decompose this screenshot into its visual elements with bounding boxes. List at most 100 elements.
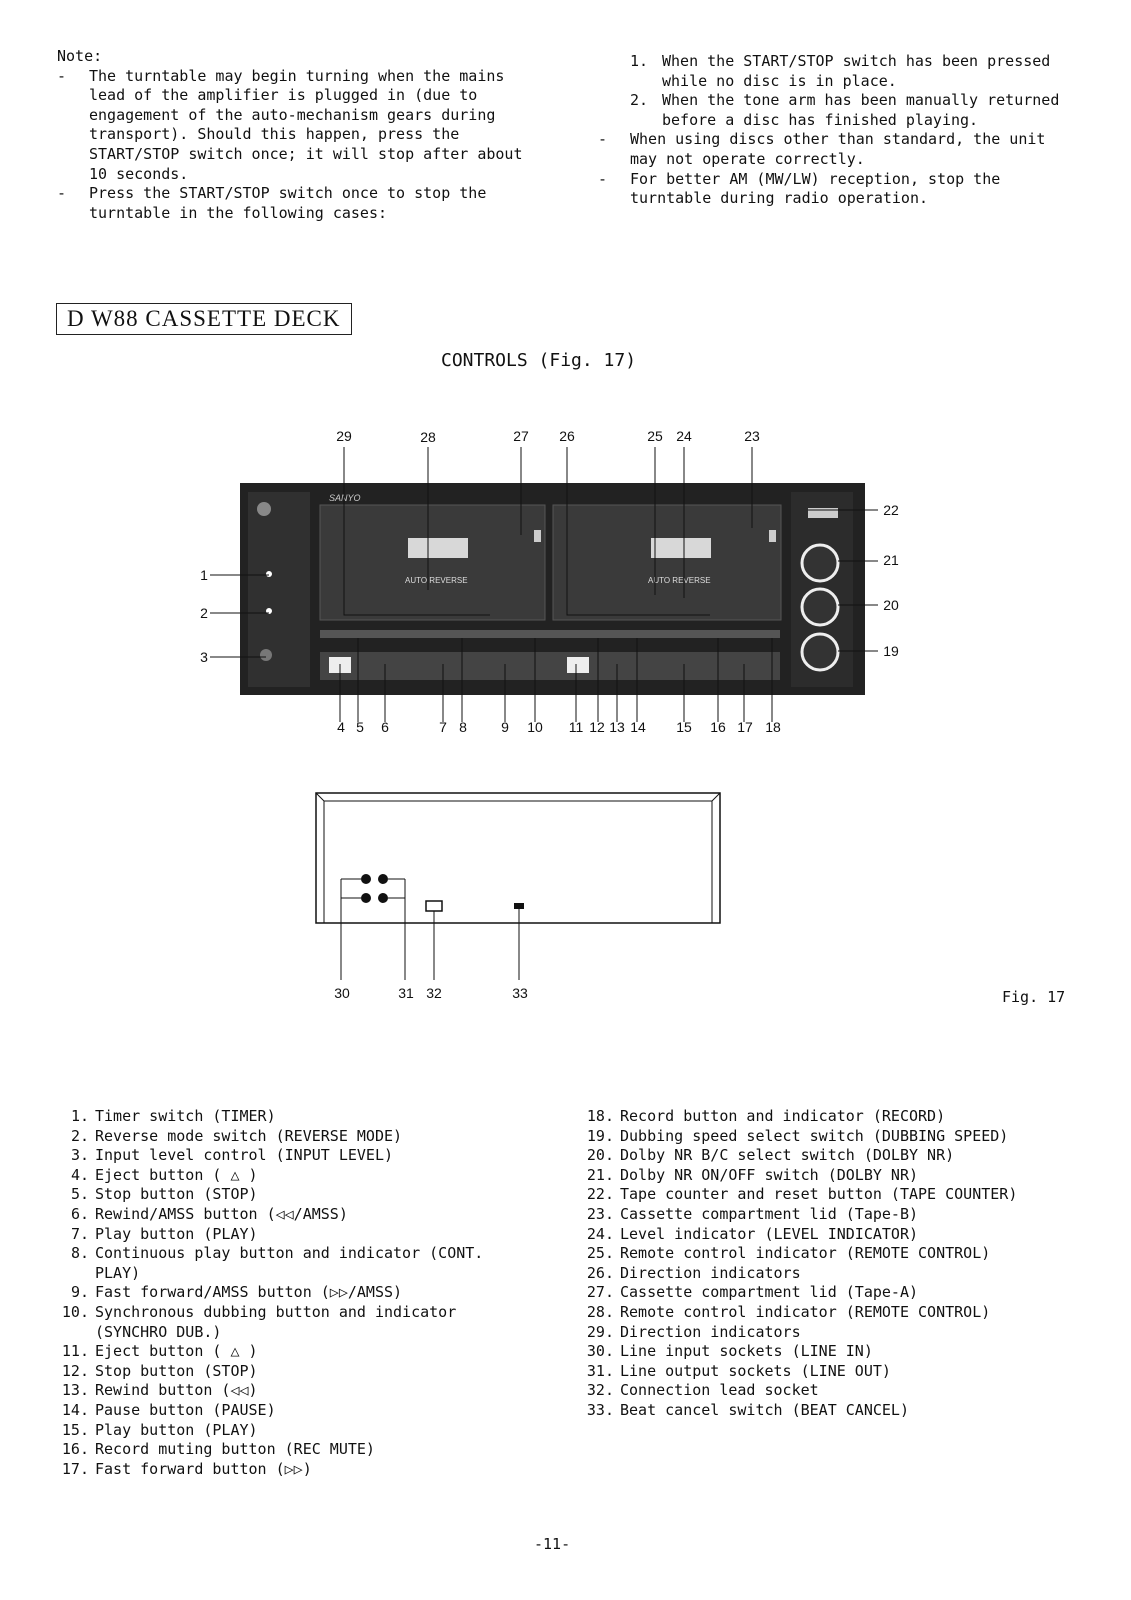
callout-5: 5 [356, 719, 364, 735]
legend-text: Play button (PLAY) [95, 1224, 258, 1243]
legend-item: 23.Cassette compartment lid (Tape-B) [580, 1205, 1075, 1225]
legend-text: Fast forward/AMSS button (▷▷/AMSS) [95, 1283, 403, 1302]
legend-item: 33. Beat cancel switch (BEAT CANCEL) [580, 1401, 1075, 1421]
legend-number: 25. [586, 1244, 614, 1263]
dolby-switch-21 [800, 543, 840, 583]
note-item: -Press the START/STOP switch once to sto… [57, 184, 487, 222]
legend-text: Remote control indicator (REMOTE CONTROL… [620, 1302, 991, 1321]
legend-item: 2.Reverse mode switch (REVERSE MODE) [55, 1127, 535, 1147]
legend-left: 1. Timer switch (TIMER) 2.Reverse mode sw… [55, 1107, 535, 1479]
legend-text: Direction indicators [620, 1263, 801, 1282]
dolby-switch-20 [800, 587, 840, 627]
legend-text: Tape counter and reset button (TAPE COUN… [620, 1185, 1018, 1204]
callout-21: 21 [883, 552, 899, 568]
brand-logo: SANYO [329, 493, 361, 503]
legend-number: 6. [70, 1204, 89, 1223]
legend-item: 15.Play button (PLAY) [55, 1421, 535, 1441]
callout-19: 19 [883, 643, 899, 659]
legend-text: Beat cancel switch (BEAT CANCEL) [620, 1400, 909, 1419]
auto-reverse-a: AUTO REVERSE [405, 576, 468, 585]
note-item: -When using discs other than standard, t… [598, 130, 1046, 168]
legend-item: 26. Direction indicators [580, 1264, 1075, 1284]
legend-text: Eject button ( △ ) [95, 1342, 258, 1361]
legend-item: 21.Dolby NR ON/OFF switch (DOLBY NR) [580, 1166, 1075, 1186]
callout-29: 29 [336, 428, 352, 444]
legend-item: 32. Connection lead socket [580, 1381, 1075, 1401]
callout-20: 20 [883, 597, 899, 613]
notes-list: -The turntable may begin turning when th… [57, 67, 535, 224]
page-number: -11- [534, 1535, 571, 1553]
legend-text: Line input sockets (LINE IN) [620, 1342, 873, 1361]
legend-item: 22. Tape counter and reset button (TAPE C… [580, 1185, 1075, 1205]
dubbing-switch-19 [800, 632, 840, 672]
legend-item: 8.Continuous play button and indicator (… [55, 1244, 535, 1283]
legend-item: 7. Play button (PLAY) [55, 1225, 535, 1245]
callout-30: 30 [334, 985, 350, 1001]
legend-number: 16. [61, 1440, 89, 1459]
legend-item: 1. Timer switch (TIMER) [55, 1107, 535, 1127]
legend-number: 7. [70, 1224, 89, 1243]
legend-number: 33. [586, 1400, 614, 1419]
connection-socket [425, 900, 443, 912]
tape-counter [808, 508, 838, 518]
notes-left: Note: -The turntable may begin turning w… [57, 47, 535, 223]
legend-item: 10.Synchronous dubbing button and indica… [55, 1303, 535, 1342]
callout-1: 1 [200, 567, 208, 583]
legend-text: Line output sockets (LINE OUT) [620, 1361, 891, 1380]
callout-4: 4 [337, 719, 345, 735]
legend-item: 16. Record muting button (REC MUTE) [55, 1440, 535, 1460]
legend-item: 20.Dolby NR B/C select switch (DOLBY NR) [580, 1146, 1075, 1166]
callout-18: 18 [765, 719, 781, 735]
legend-text: Connection lead socket [620, 1381, 819, 1400]
legend-text: Record muting button (REC MUTE) [95, 1440, 375, 1459]
legend-item: 6.Rewind/AMSS button (◁◁/AMSS) [55, 1205, 535, 1225]
legend-number: 20. [586, 1146, 614, 1165]
legend-right: 18.Record button and indicator (RECORD) … [580, 1107, 1075, 1421]
legend-item: 30.Line input sockets (LINE IN) [580, 1342, 1075, 1362]
legend-number: 29. [586, 1322, 614, 1341]
figure-caption: Fig. 17 [1002, 988, 1066, 1006]
cassette-window-a [319, 504, 546, 621]
callout-10: 10 [527, 719, 543, 735]
line-out-socket [378, 874, 388, 884]
callout-13: 13 [609, 719, 625, 735]
case-item: 2.When the tone arm has been manually re… [630, 91, 1075, 130]
legend-item: 25.Remote control indicator (REMOTE CONT… [580, 1244, 1075, 1264]
legend-number: 26. [586, 1263, 614, 1282]
legend-text: Rewind button (◁◁) [95, 1381, 258, 1400]
power-button [257, 502, 271, 516]
callout-25: 25 [647, 428, 663, 444]
legend-text: Cassette compartment lid (Tape-A) [620, 1283, 919, 1302]
notes-right: 1.When the START/STOP switch has been pr… [598, 52, 1075, 209]
legend-number: 13. [61, 1381, 89, 1400]
legend-item: 13. Rewind button (◁◁) [55, 1381, 535, 1401]
legend-text: Timer switch (TIMER) [95, 1107, 276, 1125]
legend-number: 17. [61, 1459, 89, 1478]
cassette-window-b [552, 504, 782, 621]
legend-item: 28.Remote control indicator (REMOTE CONT… [580, 1303, 1075, 1323]
legend-number: 12. [61, 1361, 89, 1380]
legend-number: 22. [586, 1185, 614, 1204]
legend-text: Stop button (STOP) [95, 1361, 258, 1380]
note-text: The turntable may begin turning when the… [89, 66, 523, 183]
legend-number: 3. [70, 1146, 89, 1165]
legend-text: Pause button (PAUSE) [95, 1400, 276, 1419]
legend-number: 32. [586, 1381, 614, 1400]
legend-number: 1. [70, 1107, 89, 1125]
legend-number: 31. [586, 1361, 614, 1380]
callout-23: 23 [744, 428, 760, 444]
legend-item: 12. Stop button (STOP) [55, 1362, 535, 1382]
legend-text: Input level control (INPUT LEVEL) [95, 1146, 394, 1165]
legend-item: 24.Level indicator (LEVEL INDICATOR) [580, 1225, 1075, 1245]
notes-heading: Note: [57, 47, 103, 65]
legend-item: 27.Cassette compartment lid (Tape-A) [580, 1283, 1075, 1303]
legend-number: 10. [61, 1302, 89, 1321]
legend-text: Stop button (STOP) [95, 1185, 258, 1204]
callout-11: 11 [568, 719, 584, 735]
legend-number: 2. [70, 1126, 89, 1145]
callout-16: 16 [710, 719, 726, 735]
legend-number: 8. [70, 1244, 89, 1263]
legend-item: 9.Fast forward/AMSS button (▷▷/AMSS) [55, 1283, 535, 1303]
legend-item: 4.Eject button ( △ ) [55, 1166, 535, 1186]
note-text: Press the START/STOP switch once to stop… [89, 184, 487, 222]
